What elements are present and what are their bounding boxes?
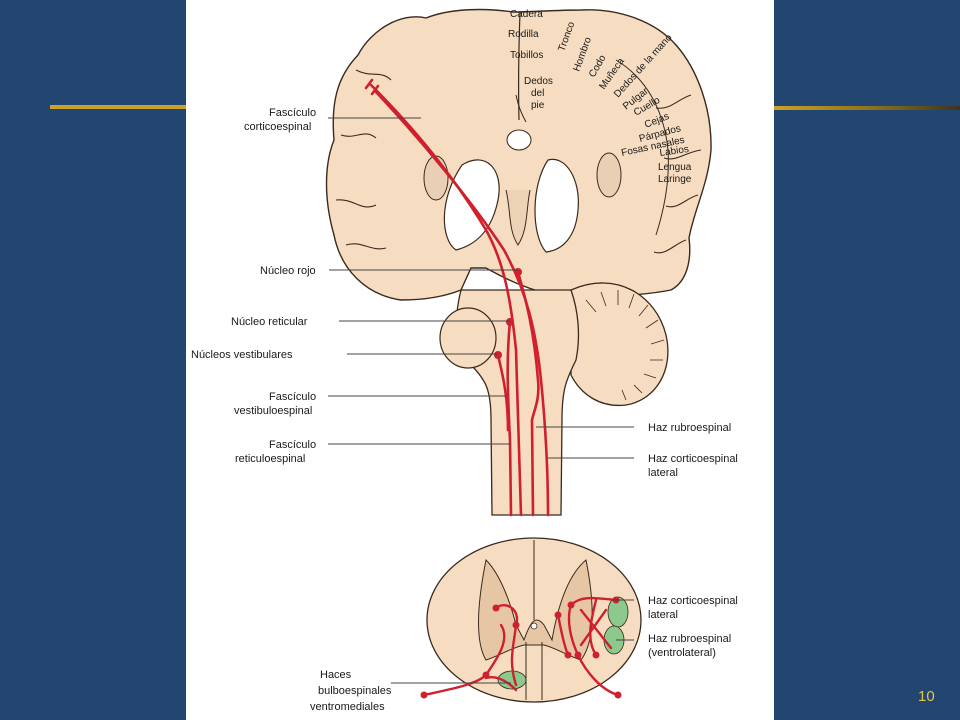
homunculus-label: Cadera (510, 9, 543, 20)
cerebellum-folia (585, 290, 665, 401)
ventral-fissure (525, 642, 543, 700)
label-fasciculo-vestibuloespinal-2: vestibuloespinal (234, 405, 312, 417)
label-fasciculo-reticuloespinal-2: reticuloespinal (235, 453, 305, 465)
tract-marker (364, 78, 374, 90)
label-cord-haz-corticoespinal: Haz corticoespinal (648, 595, 738, 607)
tract-marker-2 (370, 84, 380, 96)
corticospinal-tract (369, 83, 523, 517)
pons-left-bulge (439, 307, 497, 369)
fissure-shadow (515, 94, 527, 123)
homunculus-label: Laringe (658, 174, 692, 185)
title-divider-right (774, 106, 960, 110)
nucleo-reticular-dot (506, 318, 514, 326)
label-fasciculo-corticoespinal-2: corticoespinal (244, 121, 311, 133)
label-haz-corticoespinal-lateral-2: lateral (648, 467, 678, 479)
vestibulospinal-tract (496, 353, 510, 432)
cerebellum (570, 282, 669, 407)
cortex-inner-line (615, 59, 669, 236)
homunculus-label: Rodilla (508, 29, 539, 40)
homunculus-label: Dedos (524, 76, 553, 87)
label-fasciculo-reticuloespinal: Fascículo (269, 439, 316, 451)
label-haces-ventromediales: ventromediales (310, 701, 385, 713)
reticulospinal-tract (506, 320, 513, 517)
label-fasciculo-vestibuloespinal: Fascículo (269, 391, 316, 403)
label-cord-haz-rubroespinal: Haz rubroespinal (648, 633, 731, 645)
title-divider-left (50, 105, 186, 109)
label-cord-haz-rubroespinal-2: (ventrolateral) (648, 647, 716, 659)
homunculus-label: Lengua (658, 162, 692, 173)
label-haz-rubroespinal: Haz rubroespinal (648, 422, 731, 434)
third-ventricle-left (423, 155, 449, 201)
label-cord-haz-corticoespinal-2: lateral (648, 609, 678, 621)
third-ventricle-right (596, 152, 622, 198)
label-fasciculo-corticoespinal: Fascículo (269, 107, 316, 119)
longitudinal-fissure (517, 11, 521, 121)
slide-number: 10 (918, 688, 935, 705)
lateral-ventricle-right (534, 158, 579, 253)
label-haz-corticoespinal-lateral: Haz corticoespinal (648, 453, 738, 465)
leader-lines (328, 117, 634, 684)
label-nucleo-reticular: Núcleo reticular (231, 316, 308, 328)
central-nuclei (505, 189, 531, 246)
homunculus-label: Tobillos (510, 50, 543, 61)
nucleos-vestibulares-dot (494, 351, 502, 359)
gyri-lines (335, 69, 702, 254)
nucleo-rojo-dot (514, 268, 522, 276)
septum (506, 129, 532, 151)
motor-pathways-figure: Cadera Rodilla Tronco Tobillos Hombro Co… (186, 0, 774, 720)
homunculus-label: del (531, 88, 544, 99)
label-haces: Haces (320, 669, 352, 681)
cerebrum (325, 8, 712, 301)
red-tracts (364, 78, 550, 517)
motor-pathways-diagram: Cadera Rodilla Tronco Tobillos Hombro Co… (191, 8, 738, 713)
homunculus-label: pie (531, 100, 545, 111)
cord-red-dots (420, 596, 622, 699)
label-haces-bulboespinales: bulboespinales (318, 685, 392, 697)
label-nucleos-vestibulares: Núcleos vestibulares (191, 349, 293, 361)
central-canal (530, 622, 538, 630)
rubrospinal-tract (516, 270, 540, 517)
homunculus-label: Labios (659, 144, 690, 159)
label-nucleo-rojo: Núcleo rojo (260, 265, 316, 277)
